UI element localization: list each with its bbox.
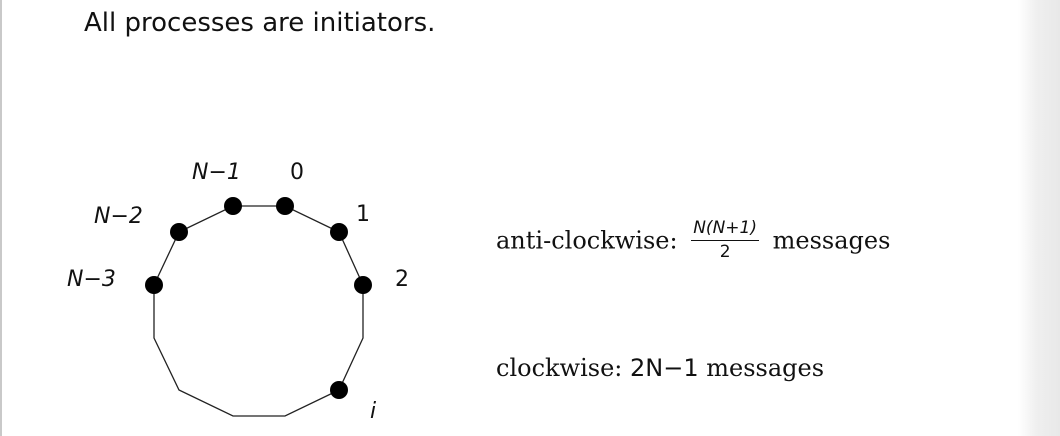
label-n-minus-1: N−1 bbox=[192, 160, 241, 185]
label-0: 0 bbox=[290, 160, 304, 185]
process-node-0 bbox=[276, 197, 294, 215]
label-n-minus-3: N−3 bbox=[67, 267, 116, 292]
clockwise-count: 2N−1 bbox=[630, 354, 699, 382]
process-node-n-minus-1 bbox=[224, 197, 242, 215]
process-node-n-minus-2 bbox=[170, 223, 188, 241]
anti-clockwise-statement: anti-clockwise: N(N+1) 2 messages bbox=[496, 218, 891, 264]
clockwise-prefix: clockwise: bbox=[496, 354, 623, 382]
label-i: i bbox=[370, 399, 376, 424]
clockwise-statement: clockwise: 2N−1 messages bbox=[496, 354, 824, 382]
process-node-n-minus-3 bbox=[145, 276, 163, 294]
slide-headline: All processes are initiators. bbox=[84, 8, 436, 38]
label-1: 1 bbox=[356, 202, 370, 227]
process-node-i bbox=[330, 381, 348, 399]
label-n-minus-2: N−2 bbox=[94, 204, 143, 229]
slide-left-border bbox=[0, 0, 2, 436]
clockwise-suffix: messages bbox=[706, 354, 825, 382]
fraction-numerator: N(N+1) bbox=[691, 218, 759, 241]
process-node-2 bbox=[354, 276, 372, 294]
anti-clockwise-suffix: messages bbox=[772, 226, 891, 255]
scrollbar-shadow bbox=[1018, 0, 1060, 436]
label-2: 2 bbox=[395, 267, 409, 292]
process-node-1 bbox=[330, 223, 348, 241]
message-count-fraction: N(N+1) 2 bbox=[691, 218, 759, 262]
fraction-denominator: 2 bbox=[719, 242, 731, 262]
anti-clockwise-prefix: anti-clockwise: bbox=[496, 226, 678, 255]
